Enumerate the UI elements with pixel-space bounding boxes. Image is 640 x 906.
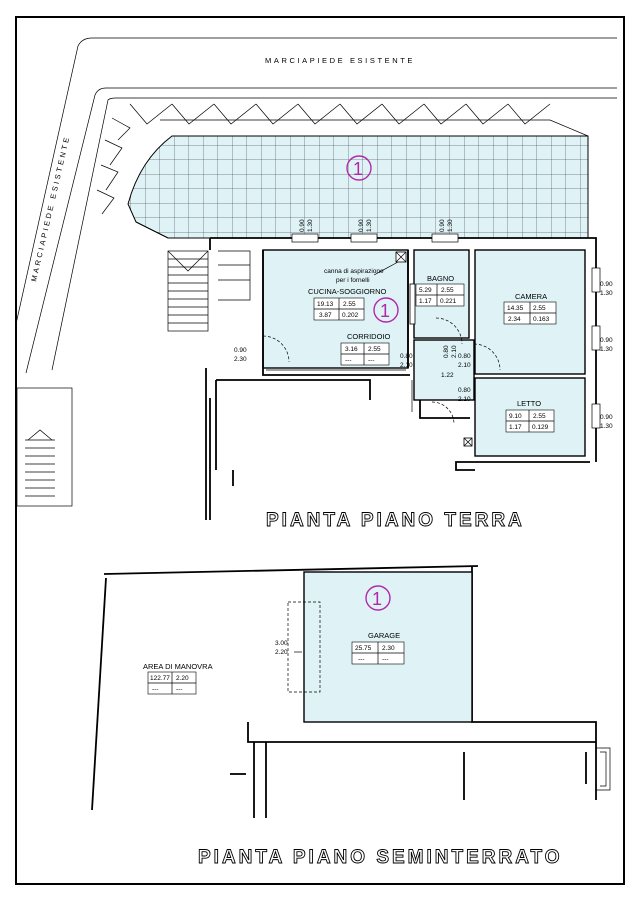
label-camera: CAMERA 14.35 2.55 2.34 0.163: [503, 292, 557, 325]
label-cucina: CUCINA-SOGGIORNO 19.13 2.55 3.87 0.202: [308, 287, 387, 321]
svg-text:BAGNO: BAGNO: [427, 274, 454, 283]
door-swings: [262, 317, 501, 425]
window-openings: [291, 233, 601, 429]
svg-text:---: ---: [368, 357, 375, 364]
svg-text:9.10: 9.10: [509, 413, 522, 420]
svg-text:2.55: 2.55: [441, 287, 454, 294]
svg-text:2.30: 2.30: [234, 356, 247, 363]
svg-text:2.55: 2.55: [533, 305, 546, 312]
svg-text:0.90: 0.90: [600, 414, 613, 421]
svg-text:1.30: 1.30: [600, 346, 613, 353]
svg-text:0.90: 0.90: [234, 347, 247, 354]
svg-text:2.30: 2.30: [382, 645, 395, 652]
svg-text:0.90: 0.90: [299, 219, 306, 232]
svg-text:2.10: 2.10: [458, 396, 471, 403]
svg-text:---: ---: [358, 656, 365, 663]
svg-text:2.10: 2.10: [458, 362, 471, 369]
label-area-manovra: AREA DI MANOVRA 122.77 2.20 --- ---: [143, 662, 213, 695]
svg-text:---: ---: [152, 686, 159, 693]
flue-note-line1: canna di aspirazione: [324, 268, 384, 275]
flue-note-line2: per i fornelli: [336, 277, 370, 284]
svg-text:LETTO: LETTO: [517, 399, 541, 408]
svg-text:3.16: 3.16: [345, 346, 358, 353]
svg-text:CORRIDOIO: CORRIDOIO: [347, 332, 391, 341]
left-stair-lower: [16, 387, 73, 507]
svg-text:GARAGE: GARAGE: [368, 631, 400, 640]
svg-text:2.20: 2.20: [176, 675, 189, 682]
svg-text:0.80: 0.80: [400, 353, 413, 360]
unit-marker-ground-number: 1: [380, 301, 390, 321]
svg-text:2.10: 2.10: [451, 345, 458, 358]
svg-text:0.129: 0.129: [532, 424, 549, 431]
svg-text:1.30: 1.30: [600, 423, 613, 430]
svg-text:CUCINA-SOGGIORNO: CUCINA-SOGGIORNO: [308, 287, 387, 296]
svg-text:0.202: 0.202: [342, 312, 359, 319]
svg-text:0.90: 0.90: [358, 219, 365, 232]
svg-text:---: ---: [345, 357, 352, 364]
svg-text:---: ---: [176, 686, 183, 693]
title-basement: PIANTA PIANO SEMINTERRATO: [198, 847, 563, 868]
svg-text:1.30: 1.30: [447, 219, 454, 232]
svg-text:1.30: 1.30: [600, 290, 613, 297]
svg-text:25.75: 25.75: [355, 645, 372, 652]
svg-text:122.77: 122.77: [150, 675, 170, 682]
svg-text:1.30: 1.30: [366, 219, 373, 232]
svg-text:0.90: 0.90: [600, 337, 613, 344]
svg-text:1.17: 1.17: [419, 298, 432, 305]
svg-text:0.90: 0.90: [439, 219, 446, 232]
ramp-chevrons: [96, 103, 551, 215]
svg-text:0.80: 0.80: [458, 353, 471, 360]
label-corridoio: CORRIDOIO 3.16 2.55 --- ---: [340, 332, 391, 366]
unit-marker-terrace-number: 1: [353, 159, 363, 179]
svg-text:1.22: 1.22: [441, 372, 454, 379]
svg-text:5.29: 5.29: [419, 287, 432, 294]
label-letto: LETTO 9.10 2.55 1.17 0.129: [505, 399, 555, 433]
svg-text:0.221: 0.221: [440, 298, 457, 305]
label-bagno: BAGNO 5.29 2.55 1.17 0.221: [415, 274, 465, 307]
svg-text:3.87: 3.87: [319, 312, 332, 319]
svg-text:0.80: 0.80: [458, 387, 471, 394]
garage-door-height: 2.20: [275, 649, 288, 656]
ground-floor-walls: [205, 237, 597, 520]
svg-text:AREA DI MANOVRA: AREA DI MANOVRA: [143, 662, 213, 671]
opening-dimensions: 0.90 1.30 0.90 1.30 0.90 1.30 0.90 1.30 …: [234, 219, 613, 430]
svg-text:1.30: 1.30: [307, 219, 314, 232]
unit-marker-terrace: [346, 155, 372, 181]
svg-text:0.80: 0.80: [443, 345, 450, 358]
svg-text:2.55: 2.55: [533, 413, 546, 420]
svg-text:2.10: 2.10: [400, 362, 413, 369]
street-label-top: MARCIAPIEDE ESISTENTE: [265, 56, 415, 65]
drawing-frame: [15, 16, 625, 885]
svg-text:CAMERA: CAMERA: [515, 292, 547, 301]
room-corridoio: [413, 339, 475, 401]
svg-text:0.163: 0.163: [533, 316, 550, 323]
svg-text:19.13: 19.13: [317, 301, 334, 308]
svg-text:2.34: 2.34: [508, 316, 521, 323]
svg-text:1.17: 1.17: [509, 424, 522, 431]
exterior-stairs: [167, 250, 251, 332]
unit-marker-ground: [373, 297, 399, 323]
svg-text:2.55: 2.55: [343, 301, 356, 308]
garage-door-opening: [287, 601, 321, 693]
label-garage: GARAGE 25.75 2.30 --- ---: [351, 631, 405, 665]
street-label-left: MARCIAPIEDE ESISTENTE: [29, 134, 72, 282]
svg-text:14.35: 14.35: [507, 305, 524, 312]
svg-text:0.90: 0.90: [600, 281, 613, 288]
svg-text:2.55: 2.55: [368, 346, 381, 353]
svg-text:---: ---: [382, 656, 389, 663]
unit-marker-garage-number: 1: [372, 589, 382, 609]
title-ground-floor: PIANTA PIANO TERRA: [266, 510, 525, 531]
lower-wall-stubs: [209, 398, 234, 520]
garage-door-width: 3.00: [275, 640, 288, 647]
unit-marker-garage: [365, 585, 391, 611]
street-edges: [15, 37, 617, 374]
bagno-fixture: [409, 283, 416, 325]
